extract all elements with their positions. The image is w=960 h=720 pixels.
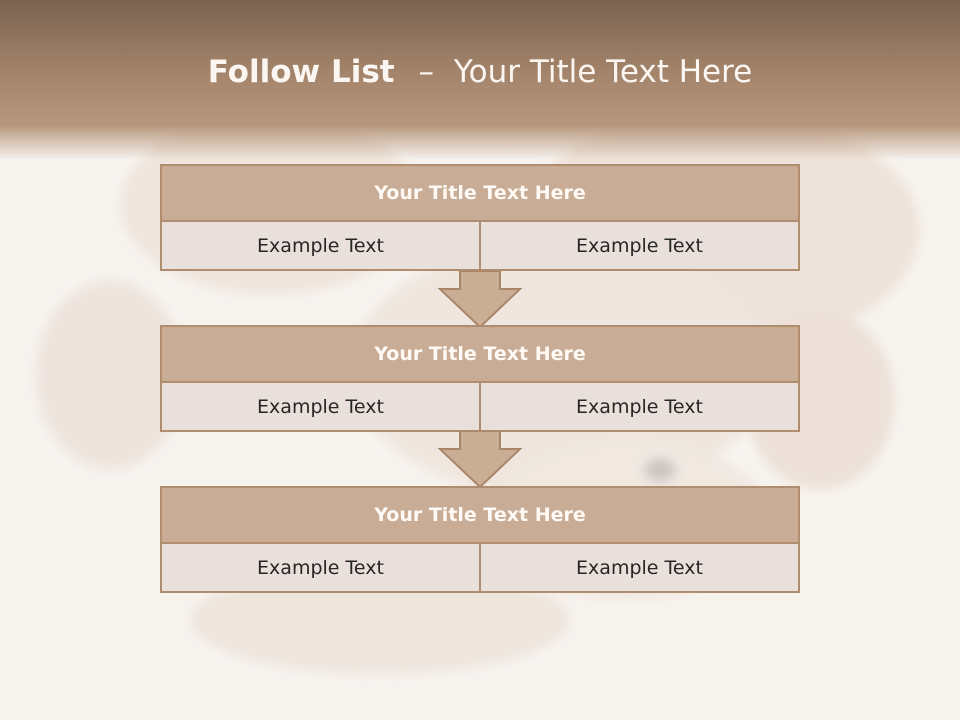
step-row: Example Text Example Text [160, 222, 800, 271]
header-band [0, 0, 960, 160]
title-dash: – [418, 54, 434, 90]
step-cell-left: Example Text [160, 544, 481, 593]
slide-title: Follow List – Your Title Text Here [0, 54, 960, 90]
step-cell-right: Example Text [481, 222, 800, 271]
title-subtitle-part: Your Title Text Here [453, 54, 753, 90]
title-bold-part: Follow List [207, 54, 395, 90]
step-title: Your Title Text Here [160, 164, 800, 222]
step-block-1: Your Title Text Here Example Text Exampl… [160, 164, 800, 271]
step-block-3: Your Title Text Here Example Text Exampl… [160, 486, 800, 593]
step-cell-left: Example Text [160, 222, 481, 271]
step-row: Example Text Example Text [160, 544, 800, 593]
step-cell-right: Example Text [481, 383, 800, 432]
step-block-2: Your Title Text Here Example Text Exampl… [160, 325, 800, 432]
down-arrow-icon [438, 431, 522, 489]
step-cell-right: Example Text [481, 544, 800, 593]
down-arrow-icon [438, 271, 522, 329]
step-row: Example Text Example Text [160, 383, 800, 432]
step-title: Your Title Text Here [160, 325, 800, 383]
step-cell-left: Example Text [160, 383, 481, 432]
step-title: Your Title Text Here [160, 486, 800, 544]
